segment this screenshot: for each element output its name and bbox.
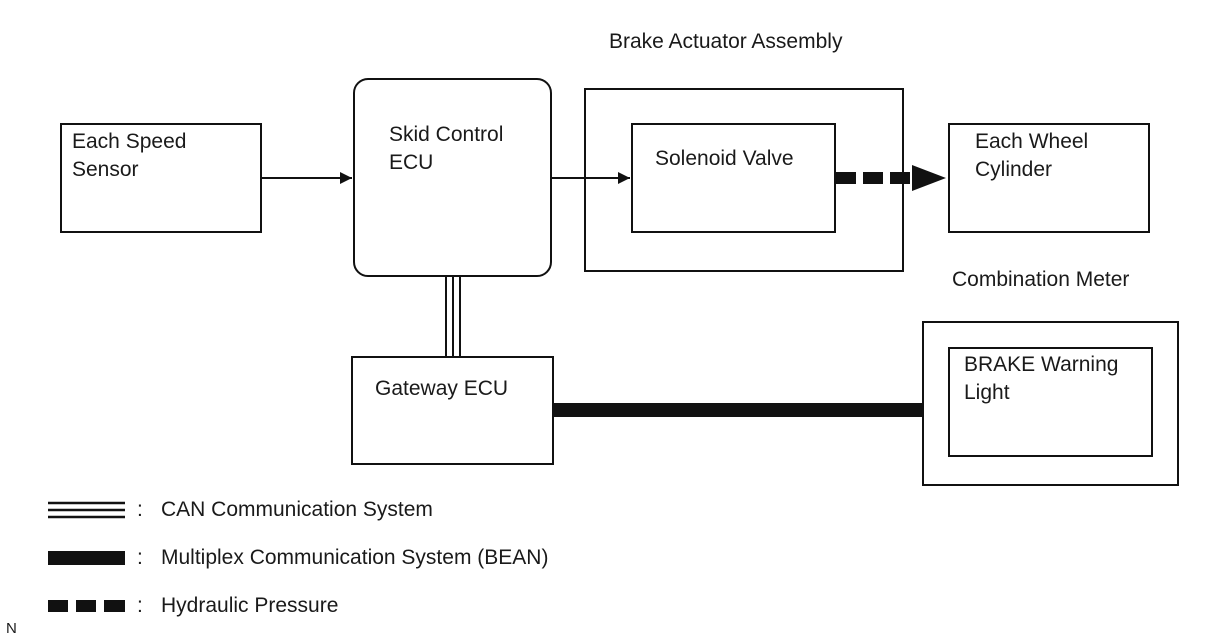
gateway-ecu-box [351, 356, 554, 465]
skid-control-ecu-label: Skid Control ECU [389, 123, 504, 174]
combination-meter-title: Combination Meter [952, 268, 1130, 291]
legend-bean-sep: : [137, 546, 143, 569]
legend-hydraulic-symbol [48, 600, 125, 612]
skid-control-ecu-box [353, 78, 552, 277]
legend-can-sep: : [137, 498, 143, 521]
legend-hydraulic-sep: : [137, 594, 143, 617]
speed-sensor-label: Each Speed Sensor [72, 130, 187, 181]
brake-actuator-assembly-title: Brake Actuator Assembly [609, 30, 843, 53]
brake-warning-light-label: BRAKE Warning Light [964, 353, 1119, 404]
solenoid-valve-box [631, 123, 836, 233]
corner-mark: N [6, 620, 17, 637]
gateway-ecu-label: Gateway ECU [375, 377, 509, 400]
solenoid-valve-label: Solenoid Valve [655, 147, 794, 170]
bean-communication-line [553, 403, 923, 417]
legend-bean-text: Multiplex Communication System (BEAN) [161, 546, 549, 569]
can-communication-line [445, 276, 461, 357]
wheel-cylinder-box [948, 123, 1150, 233]
legend-can-symbol [48, 501, 125, 519]
wheel-cylinder-label: Each Wheel Cylinder [975, 130, 1089, 181]
legend-bean-symbol [48, 551, 125, 565]
brake-warning-light-box [948, 347, 1153, 457]
legend-hydraulic-text: Hydraulic Pressure [161, 594, 339, 617]
legend-can-text: CAN Communication System [161, 498, 433, 521]
hydraulic-pressure-arrow [836, 165, 946, 191]
